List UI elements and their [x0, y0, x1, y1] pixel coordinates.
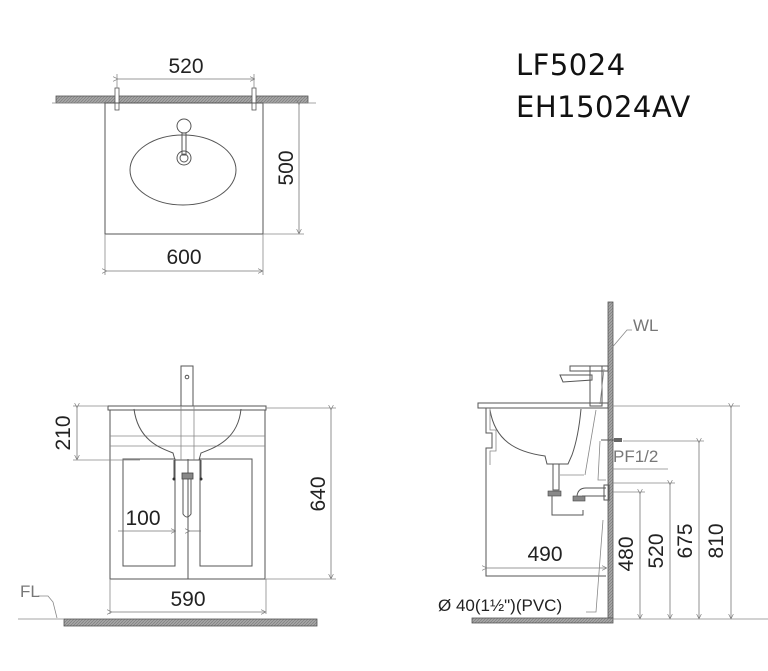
basin-side — [489, 408, 582, 465]
faucet-side-icon — [559, 374, 593, 383]
model-number-primary: LF5024 — [516, 48, 626, 82]
door-right — [199, 458, 253, 567]
dim-height: 640 — [307, 476, 330, 511]
top-view: 520 500 600 — [52, 55, 316, 275]
basin-front — [133, 408, 242, 461]
cabinet-side — [485, 408, 606, 577]
countertop-outline — [104, 102, 264, 235]
drain-trap-icon — [181, 472, 194, 480]
floor-section-side — [471, 617, 614, 624]
label-floor-level: FL — [20, 582, 40, 601]
countertop-side — [477, 402, 609, 409]
dim-480: 480 — [615, 536, 638, 571]
side-view: WL PF1/2 490 — [438, 301, 768, 624]
countertop-front — [107, 405, 267, 411]
dim-675: 675 — [674, 523, 697, 558]
mounting-bolt-left — [114, 87, 120, 111]
mounting-bolt-right — [251, 87, 257, 111]
dim-depth: 500 — [275, 150, 298, 185]
dim-side-depth: 490 — [527, 543, 562, 566]
label-drain-pvc: Ø 40(1½")(PVC) — [438, 596, 562, 615]
dim-front-width: 590 — [170, 588, 205, 611]
label-wall-level: WL — [633, 316, 659, 335]
label-supply-pf: PF1/2 — [613, 447, 658, 466]
door-left — [122, 458, 176, 567]
faucet-icon — [180, 365, 194, 407]
dim-width: 600 — [166, 246, 201, 269]
wall-section-top — [55, 95, 309, 104]
dim-810: 810 — [705, 523, 728, 558]
dim-faucet-spacing: 520 — [168, 55, 203, 78]
model-number-secondary: EH15024AV — [516, 90, 691, 124]
dim-basin-depth: 210 — [52, 415, 75, 450]
floor-section — [63, 618, 318, 627]
dim-drain-offset: 100 — [125, 507, 160, 530]
dim-520: 520 — [645, 533, 668, 568]
front-view: 210 640 100 590 FL — [18, 365, 336, 627]
trap-icon — [547, 490, 562, 497]
faucet-icon — [176, 118, 192, 134]
drain-icon — [176, 150, 192, 166]
basin-outline — [129, 134, 237, 206]
